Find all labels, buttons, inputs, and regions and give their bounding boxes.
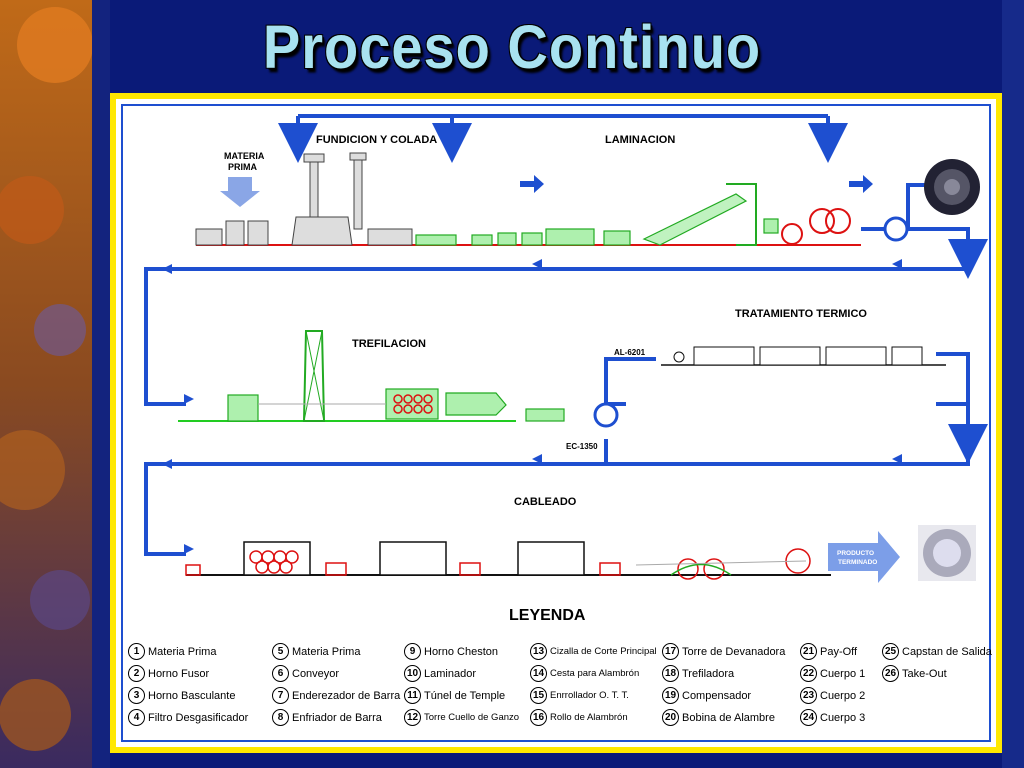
splitter-node-2 <box>593 402 619 428</box>
label-laminacion: LAMINACION <box>605 134 675 146</box>
direction-arrows <box>162 175 916 554</box>
laminacion-equipment <box>415 183 779 246</box>
trefiladora-drums <box>393 394 433 414</box>
splitter-node-1 <box>883 216 909 242</box>
cableado-red-equipment <box>185 548 811 580</box>
label-trefilacion: TREFILACION <box>352 338 426 350</box>
label-cableado: CABLEADO <box>514 496 577 508</box>
cableado-green-equipment <box>670 563 732 576</box>
label-ec1350: EC-1350 <box>566 442 598 451</box>
label-materia: MATERIA <box>224 151 265 161</box>
label-tratamiento: TRATAMIENTO TERMICO <box>735 308 867 320</box>
cableado-bodies <box>243 541 585 576</box>
producto-terminado-arrow <box>828 531 900 583</box>
legend-title: LEYENDA <box>509 607 586 624</box>
trefilacion-equipment <box>227 330 565 422</box>
laminacion-coils <box>781 208 851 245</box>
fundicion-equipment <box>195 152 413 246</box>
label-terminado: TERMINADO <box>838 559 877 566</box>
diagram-panel: FUNDICION Y COLADA LAMINACION TREFILACIO… <box>116 99 996 747</box>
label-prima: PRIMA <box>228 162 258 172</box>
label-al6201: AL-6201 <box>614 348 646 357</box>
slide-title: Proceso Continuo <box>262 11 762 82</box>
label-producto: PRODUCTO <box>837 550 874 557</box>
tratamiento-equipment <box>673 346 923 366</box>
label-fundicion: FUNDICION Y COLADA <box>316 134 437 146</box>
flow-lines <box>144 114 988 556</box>
process-flow-diagram: FUNDICION Y COLADA LAMINACION TREFILACIO… <box>121 104 991 742</box>
materia-prima-arrow <box>220 177 260 207</box>
inner-border <box>121 104 991 742</box>
